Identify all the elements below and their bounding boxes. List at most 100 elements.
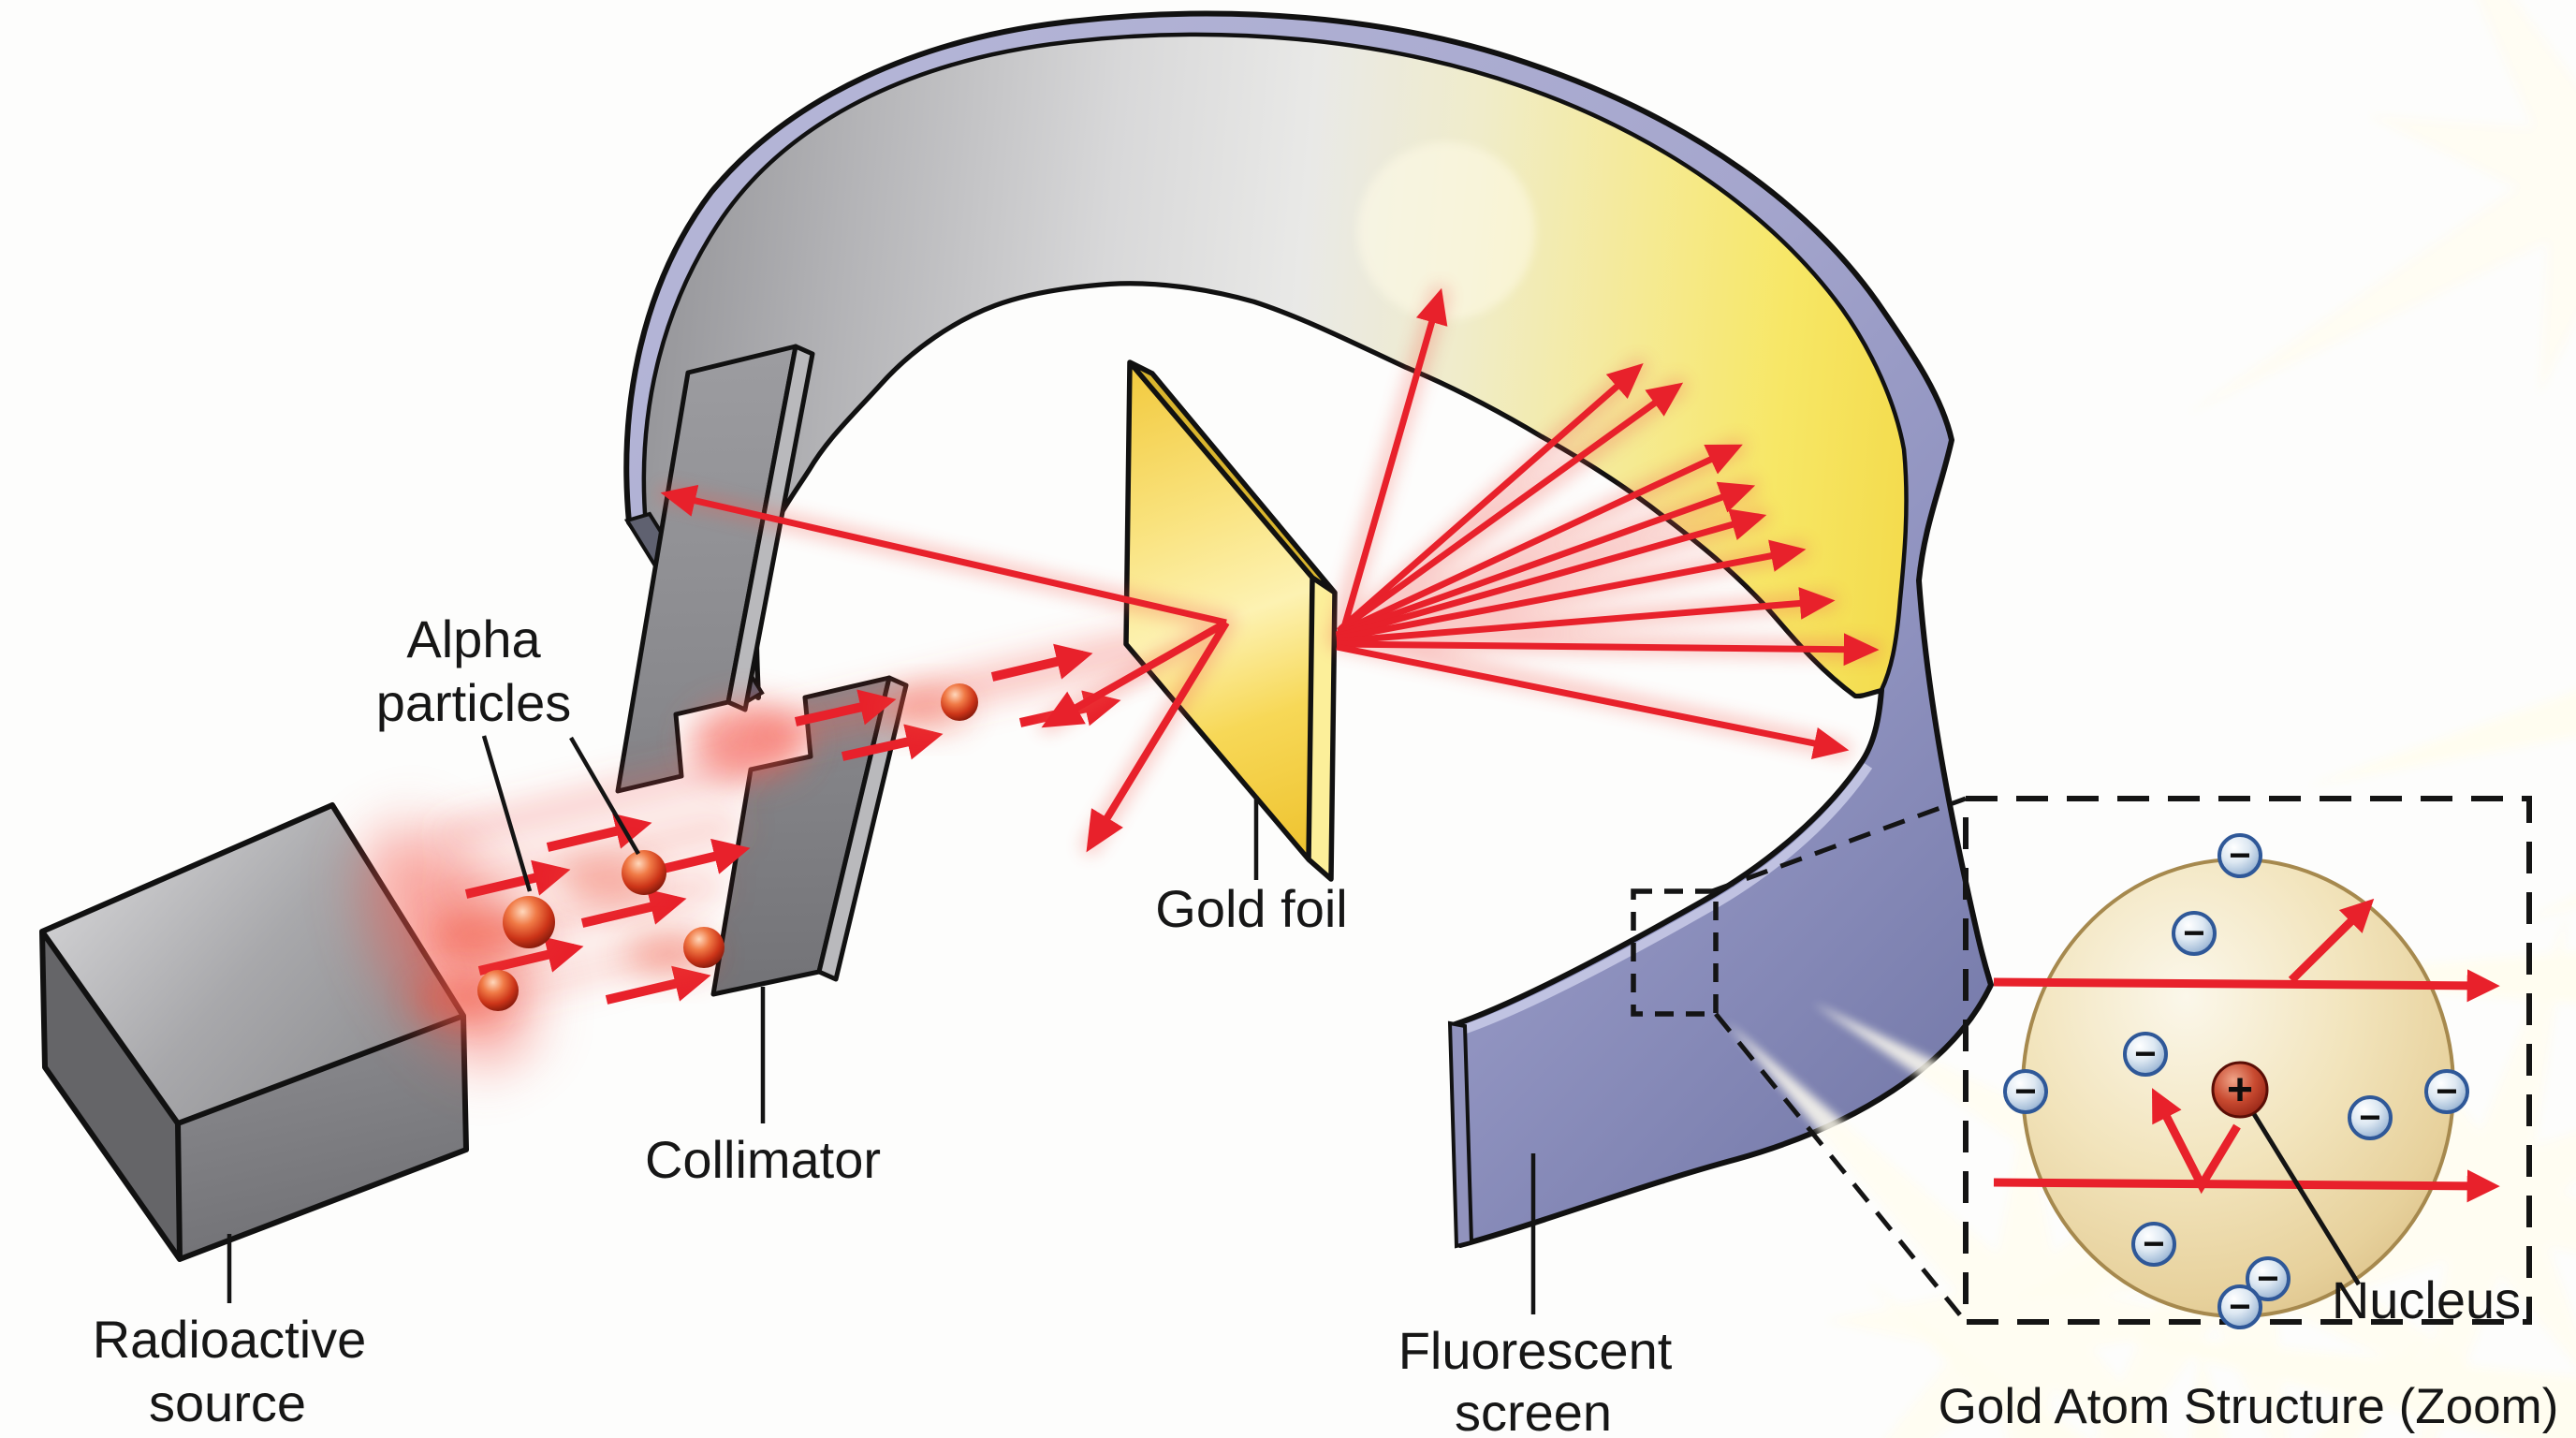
source-left-face xyxy=(42,932,180,1259)
electron: − xyxy=(2131,1222,2176,1267)
alpha-particle xyxy=(560,850,666,901)
zoom-connector-bottom xyxy=(1714,1012,1968,1324)
inset-caption-text: Gold Atom Structure (Zoom) xyxy=(1939,1379,2559,1434)
screen-text-line1: Fluorescent xyxy=(1398,1321,1673,1380)
alpha-arrow xyxy=(546,813,652,852)
zoom-source-rect xyxy=(1631,888,1719,1017)
source-outline xyxy=(39,802,469,1262)
source-top-face xyxy=(42,805,463,1123)
gold-foil-outline xyxy=(1123,360,1338,882)
nucleus-sphere xyxy=(2211,1061,2269,1119)
inset-ray-top-deflection xyxy=(2288,898,2375,984)
gold-foil-front-face xyxy=(1126,362,1312,859)
electron-symbol: − xyxy=(2014,1071,2036,1112)
electron: − xyxy=(2348,1095,2393,1140)
screen-end-cap-bottom xyxy=(1447,1020,1474,1249)
alpha-particles xyxy=(414,683,978,1019)
inset-ray-bottom xyxy=(1993,1169,2500,1203)
scattered-ray xyxy=(1336,587,1836,645)
alpha-arrows-pre-slit xyxy=(464,813,751,1005)
alpha-particle xyxy=(625,927,724,974)
scattered-ray xyxy=(1335,481,1756,638)
nucleus-leader xyxy=(2251,1112,2362,1286)
electron-symbol: − xyxy=(2257,1258,2278,1299)
collimator-plate-b-edge xyxy=(816,675,909,982)
alpha-arrow xyxy=(464,859,571,899)
alpha-particle xyxy=(884,683,978,727)
alpha-arrow xyxy=(990,643,1093,682)
backscattered-ray xyxy=(1086,620,1230,853)
nucleus: + xyxy=(2211,1061,2269,1119)
alpha-particles-label: Alpha particles xyxy=(376,609,640,892)
electron-symbol: − xyxy=(2229,1286,2250,1328)
alpha-particles-text-line1: Alpha xyxy=(406,609,541,668)
electrons: − − − − − − − − − xyxy=(2003,833,2469,1329)
electron: − xyxy=(2246,1256,2291,1301)
labels: Alpha particles Collimator Gold foil Rad… xyxy=(93,609,1673,1438)
electron: − xyxy=(2172,911,2217,956)
nucleus-text: Nucleus xyxy=(2332,1270,2521,1329)
alpha-particle xyxy=(414,970,519,1019)
forward-scattered-rays xyxy=(1335,287,1880,760)
flash-halo xyxy=(1357,142,1535,320)
screen-edge-highlight xyxy=(1458,763,1873,1035)
screen-text-line2: screen xyxy=(1455,1383,1612,1438)
collimator-label: Collimator xyxy=(645,987,881,1189)
alpha-arrow xyxy=(580,888,687,928)
electron: − xyxy=(2424,1069,2469,1114)
fluorescent-screen-label: Fluorescent screen xyxy=(1398,1153,1673,1438)
electron-symbol: − xyxy=(2143,1224,2164,1265)
alpha-arrow xyxy=(841,724,944,761)
alpha-arrow xyxy=(477,936,584,976)
source-right-face xyxy=(178,1016,466,1259)
scattered-rays xyxy=(658,286,1881,855)
scattered-ray xyxy=(1336,382,1684,634)
electron: − xyxy=(2003,1069,2048,1114)
alpha-beam xyxy=(414,612,1235,1019)
scintillation-flashes xyxy=(1357,0,2576,1438)
nucleus-label: Nucleus xyxy=(2251,1112,2521,1329)
alpha-arrow xyxy=(653,838,751,875)
source-text-line2: source xyxy=(149,1373,306,1432)
scattered-ray xyxy=(1337,444,1743,637)
electron-symbol: − xyxy=(2183,913,2204,954)
gold-foil xyxy=(1123,360,1338,882)
inset-ray-top xyxy=(1993,969,2500,1003)
backscattered-ray xyxy=(1041,619,1228,728)
scattered-ray xyxy=(1336,508,1767,640)
electron: − xyxy=(2217,1284,2262,1329)
electron-symbol: − xyxy=(2436,1071,2457,1112)
scattered-ray xyxy=(1340,287,1448,628)
scattered-ray xyxy=(1336,539,1807,642)
scattered-ray xyxy=(1336,633,1880,667)
radioactive-source-label: Radioactive source xyxy=(93,1234,367,1432)
electron-symbol: − xyxy=(2359,1097,2380,1138)
flash xyxy=(2013,0,2576,732)
alpha-particle xyxy=(429,896,555,956)
backscattered-ray xyxy=(660,484,1227,626)
electron-symbol: − xyxy=(2134,1034,2156,1075)
zoom-connector-top xyxy=(1711,796,1967,894)
radioactive-source xyxy=(39,802,533,1262)
electron: − xyxy=(2123,1032,2168,1077)
zoom-callout xyxy=(1631,796,1968,1324)
scattered-ray xyxy=(1336,643,1850,760)
alpha-arrow xyxy=(794,689,897,726)
alpha-arrow xyxy=(605,965,711,1005)
backscattered-rays xyxy=(660,484,1230,853)
gold-foil-right-edge xyxy=(1309,578,1335,879)
inset-ray-rebound xyxy=(2151,1088,2241,1195)
electron: − xyxy=(2217,833,2262,878)
source-text-line1: Radioactive xyxy=(93,1310,367,1369)
collimator-text: Collimator xyxy=(645,1130,881,1189)
gold-foil-text: Gold foil xyxy=(1155,879,1347,938)
alpha-particles-text-line2: particles xyxy=(376,673,572,732)
alpha-leader-1 xyxy=(481,735,533,892)
gold-atom-inset: − − − − − − − − − + Nucleus Gold Atom St… xyxy=(1939,796,2559,1434)
alpha-leader-2 xyxy=(569,736,640,856)
nucleus-symbol: + xyxy=(2227,1065,2253,1115)
gold-foil-label: Gold foil xyxy=(1155,796,1348,938)
inset-alpha-rays xyxy=(1993,898,2500,1203)
